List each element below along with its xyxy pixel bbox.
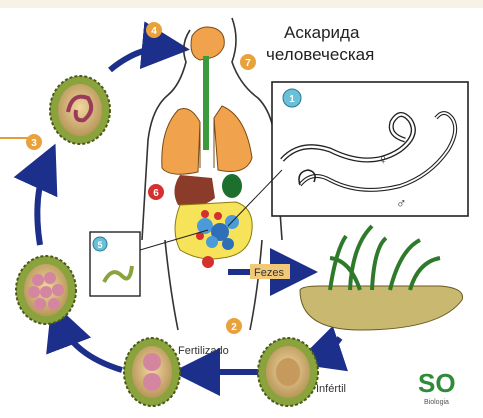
migration-dot-1 xyxy=(201,210,209,218)
arrow-soil-to-egg xyxy=(312,338,340,358)
title-line-1: Аскарида xyxy=(284,23,360,42)
title-line-2: человеческая xyxy=(266,45,374,64)
leg-left xyxy=(165,240,178,330)
migration-dot-2 xyxy=(214,212,222,220)
label-infertil: Infértil xyxy=(316,383,346,395)
leg-right xyxy=(250,240,262,330)
anus-dot xyxy=(202,256,214,268)
badge-4: 4 xyxy=(146,22,162,38)
lung-left xyxy=(162,109,200,175)
egg-embryonated-top xyxy=(50,76,110,144)
head-cavity xyxy=(191,27,224,60)
arrow-up-left xyxy=(37,160,48,245)
adult-worms-panel: 1 ♀ ♂ xyxy=(272,82,468,216)
badge-3-number: 3 xyxy=(31,138,37,149)
male-symbol: ♂ xyxy=(396,195,407,211)
soil-with-grass xyxy=(300,226,463,330)
label-fertilizado: Fertilizado xyxy=(178,345,229,357)
badge-6: 6 xyxy=(148,184,164,200)
stomach xyxy=(222,174,242,198)
egg-infertile xyxy=(258,338,318,406)
egg-fertilized xyxy=(124,338,180,406)
badge-5-number: 5 xyxy=(97,240,102,250)
badge-2-number: 2 xyxy=(231,322,237,333)
logo-mark: SO xyxy=(418,368,456,398)
badge-7: 7 xyxy=(240,54,256,70)
badge-4-number: 4 xyxy=(151,26,157,37)
label-fezes: Fezes xyxy=(254,267,284,279)
top-band xyxy=(0,0,483,8)
badge-1-number: 1 xyxy=(289,94,295,105)
badge-7-number: 7 xyxy=(245,58,251,69)
arrow-bottom-left xyxy=(58,318,122,370)
human-body xyxy=(142,18,282,330)
logo: SO Biologia xyxy=(418,368,456,406)
badge-3: 3 xyxy=(26,134,42,150)
logo-subtitle: Biologia xyxy=(424,399,449,406)
egg-morula xyxy=(16,256,76,324)
female-symbol: ♀ xyxy=(378,151,389,167)
lung-right xyxy=(214,106,252,172)
larva-panel: 5 xyxy=(90,232,140,296)
badge-6-number: 6 xyxy=(153,188,159,199)
liver xyxy=(174,175,215,206)
arrow-egg-to-mouth xyxy=(110,48,172,70)
badge-2: 2 xyxy=(226,318,242,334)
